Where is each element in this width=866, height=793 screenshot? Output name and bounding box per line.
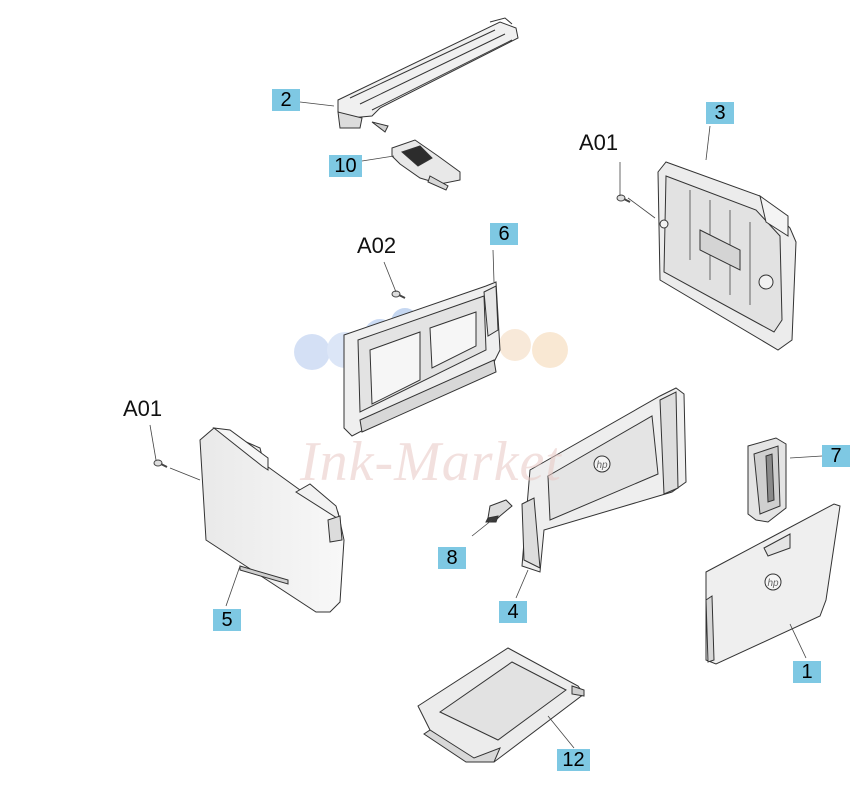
callout-5: 5 — [213, 609, 241, 631]
screw-a01-left — [153, 459, 168, 468]
callout-6: 6 — [490, 223, 518, 245]
callout-3: 3 — [706, 102, 734, 124]
part-4-middle-bracket — [521, 387, 687, 573]
label-a01-left: A01 — [123, 396, 163, 421]
part-3-right-side-cover — [657, 161, 797, 351]
callout-4: 4 — [499, 601, 527, 623]
part-5-front-door — [199, 427, 345, 613]
hp-logos: hp hp — [596, 460, 779, 589]
part-6-rear-frame — [343, 281, 501, 437]
label-a02: A02 — [357, 233, 397, 258]
hp-logo-cover: hp — [767, 578, 779, 589]
part-10-bracket — [391, 139, 461, 191]
callout-8: 8 — [438, 547, 466, 569]
screw-a02 — [391, 290, 406, 299]
part-7-guide — [747, 437, 787, 523]
callout-2: 2 — [272, 89, 300, 111]
hp-logo-bracket: hp — [596, 460, 608, 471]
callout-7: 7 — [822, 445, 850, 467]
callout-10: 10 — [329, 155, 362, 177]
watermark-text: Ink-Market — [300, 431, 562, 493]
callout-12: 12 — [557, 749, 590, 771]
part-2-top-rail — [337, 17, 519, 133]
screw-a01-top — [616, 194, 631, 203]
part-8-clip — [485, 499, 513, 523]
callout-1: 1 — [793, 661, 821, 683]
leader-lines — [149, 101, 823, 749]
part-1-output-cover — [705, 503, 841, 665]
part-12-tray — [417, 647, 585, 763]
label-a01-top: A01 — [579, 130, 619, 155]
